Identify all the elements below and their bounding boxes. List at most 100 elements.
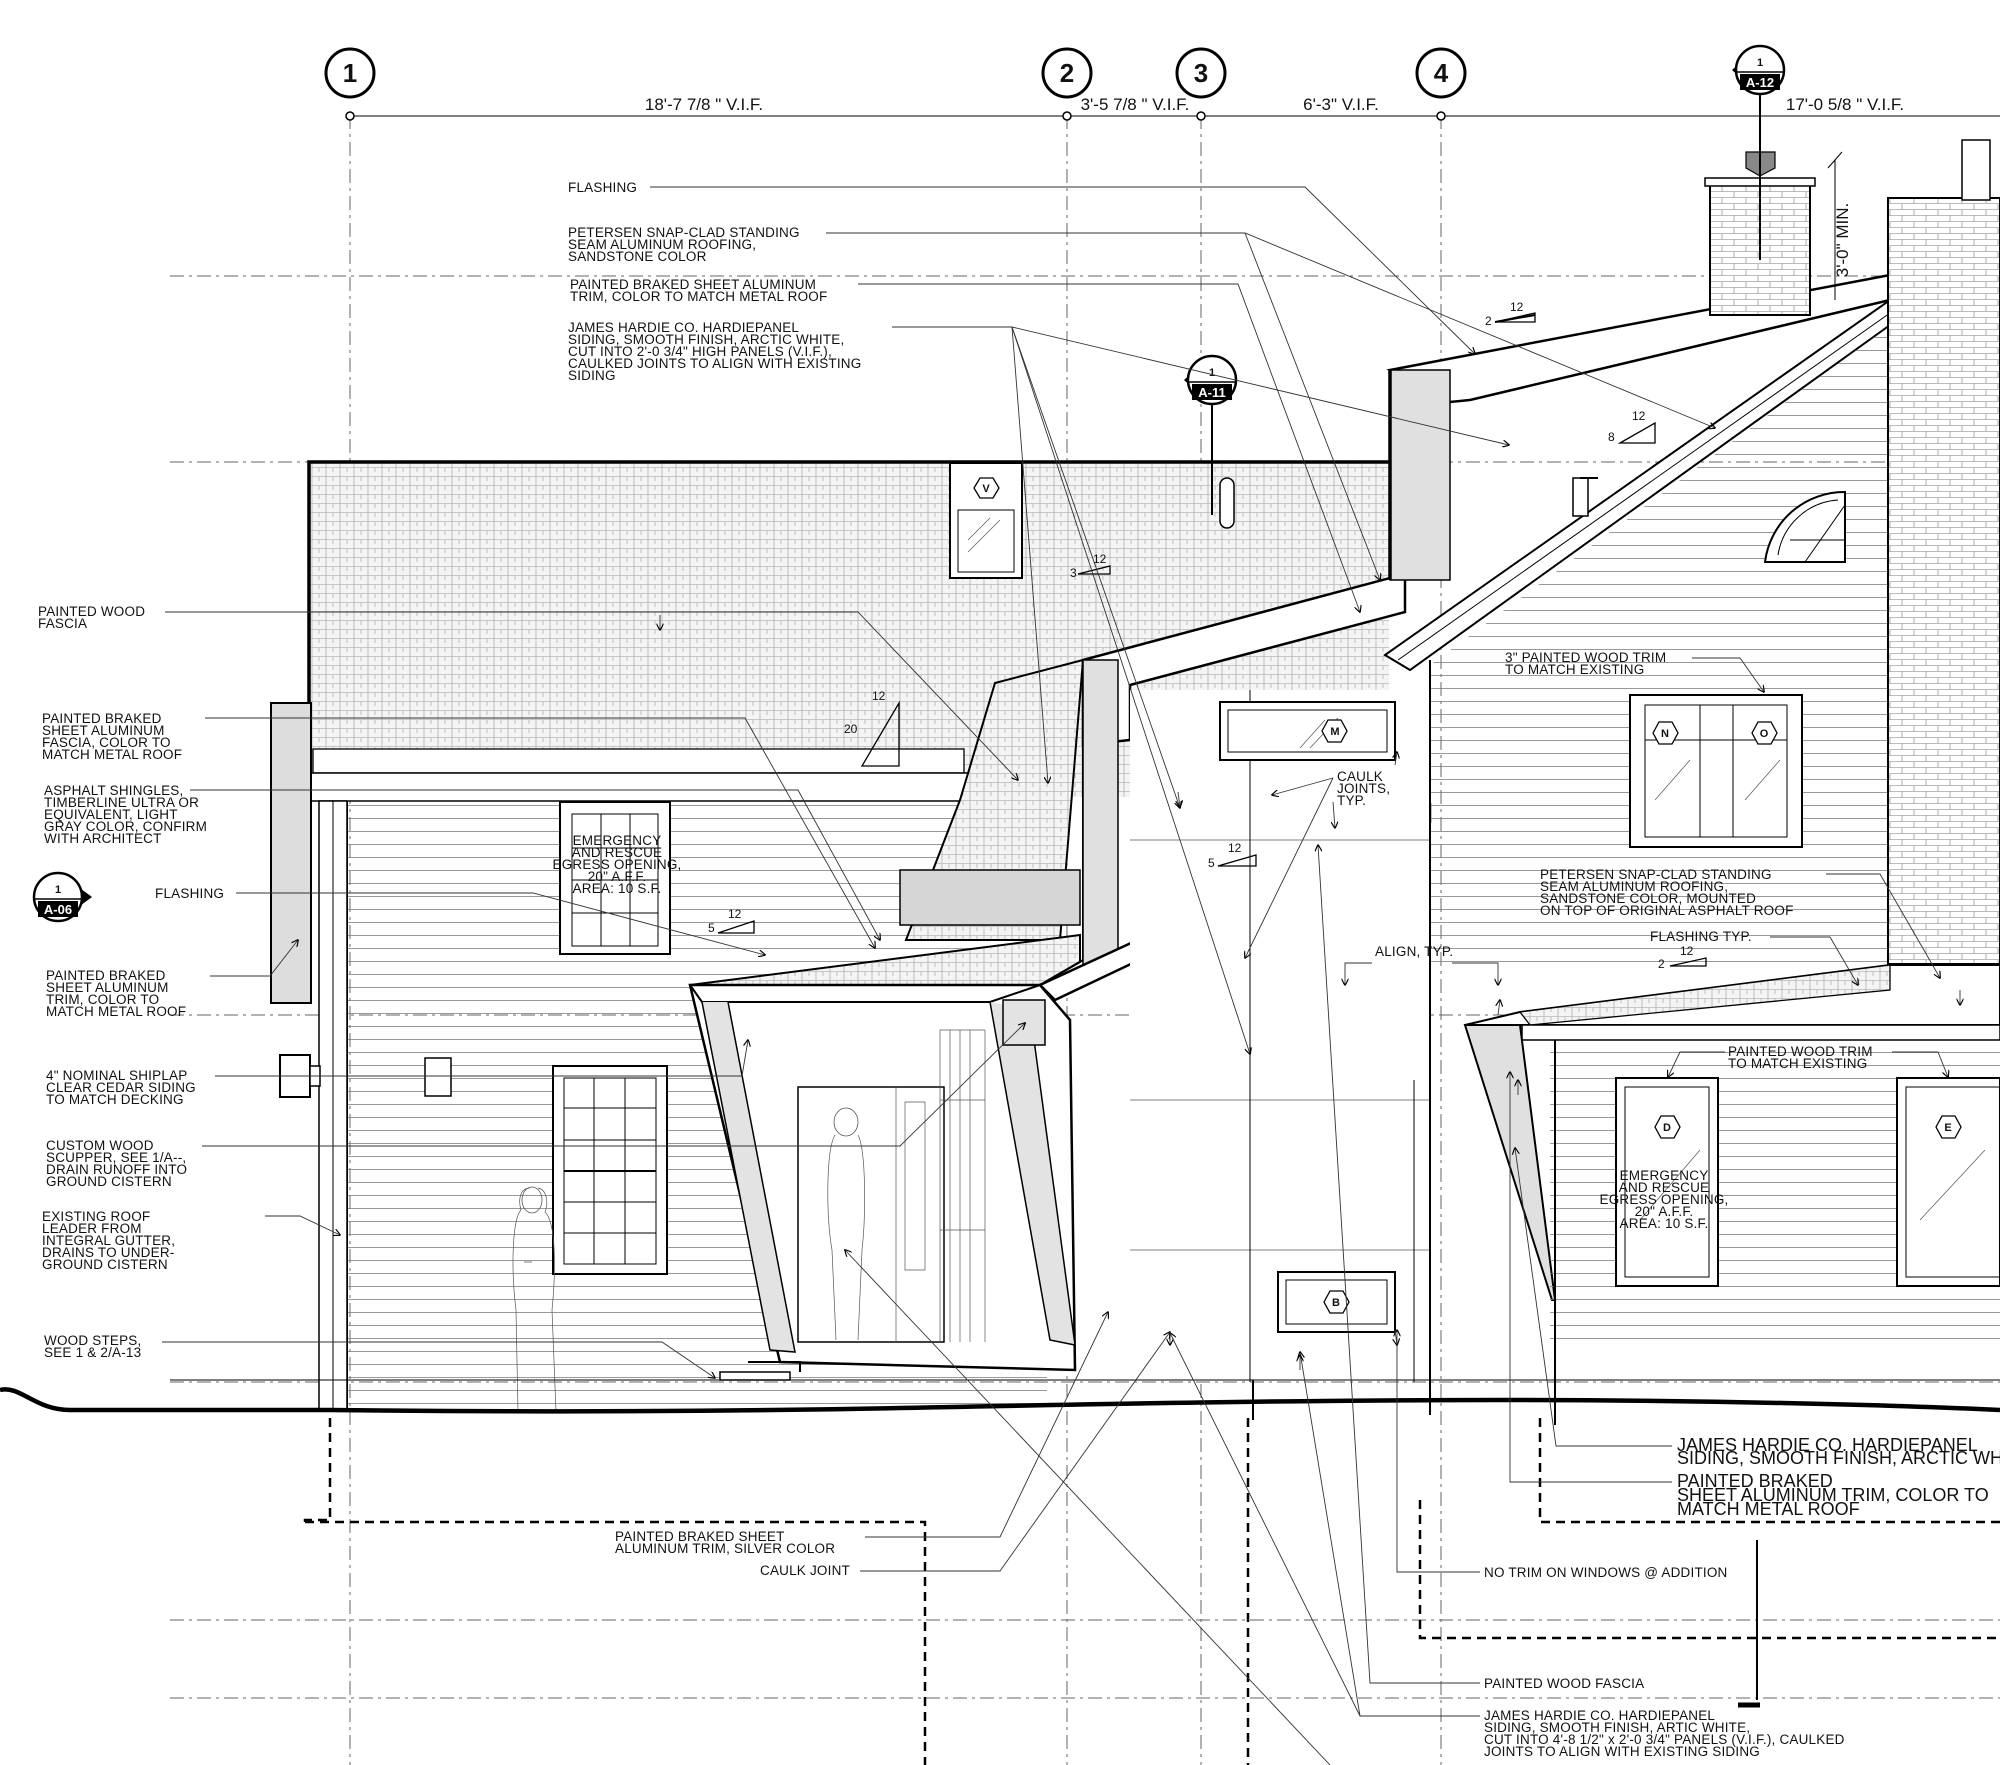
- svg-text:CAULK: CAULK: [1337, 769, 1383, 784]
- section-marker-left: 1 A-06: [32, 871, 92, 923]
- svg-text:A-12: A-12: [1746, 75, 1774, 90]
- note-shiplap-siding: 4" NOMINAL SHIPLAP CLEAR CEDAR SIDING TO…: [46, 1040, 748, 1107]
- svg-text:MATCH METAL ROOF: MATCH METAL ROOF: [42, 747, 182, 762]
- svg-text:SIDING, SMOOTH FINISH, ARCTIC: SIDING, SMOOTH FINISH, ARCTIC WH: [1677, 1448, 2000, 1468]
- svg-text:SIDING, SMOOTH FINISH, ARCTIC: SIDING, SMOOTH FINISH, ARCTIC WHITE,: [568, 332, 844, 347]
- svg-text:3: 3: [1070, 566, 1077, 580]
- svg-text:JAMES HARDIE CO. HARDIEPANEL: JAMES HARDIE CO. HARDIEPANEL: [1677, 1435, 1978, 1455]
- svg-text:TO MATCH EXISTING: TO MATCH EXISTING: [1728, 1056, 1867, 1071]
- note-align-typ: ALIGN, TYP.: [1345, 944, 1498, 985]
- svg-text:NO TRIM ON WINDOWS @ ADDITION: NO TRIM ON WINDOWS @ ADDITION: [1484, 1565, 1728, 1580]
- svg-text:12: 12: [872, 689, 886, 703]
- svg-text:INTEGRAL GUTTER,: INTEGRAL GUTTER,: [42, 1233, 175, 1248]
- svg-text:JOINTS,: JOINTS,: [1337, 781, 1390, 796]
- svg-text:JAMES HARDIE CO. HARDIEPANEL: JAMES HARDIE CO. HARDIEPANEL: [1484, 1708, 1715, 1723]
- window-tag-o: O: [1751, 721, 1778, 745]
- svg-text:3: 3: [1194, 58, 1208, 88]
- svg-text:TRIM, COLOR TO: TRIM, COLOR TO: [46, 992, 159, 1007]
- svg-text:B: B: [1332, 1297, 1340, 1309]
- svg-text:AND RESCUE: AND RESCUE: [1619, 1180, 1710, 1195]
- svg-text:TO MATCH EXISTING: TO MATCH EXISTING: [1505, 662, 1644, 677]
- svg-text:V: V: [982, 483, 990, 495]
- svg-text:CAULKED JOINTS TO ALIGN WITH E: CAULKED JOINTS TO ALIGN WITH EXISTING: [568, 356, 861, 371]
- svg-text:SIDING, SMOOTH FINISH, ARTIC W: SIDING, SMOOTH FINISH, ARTIC WHITE,: [1484, 1720, 1750, 1735]
- note-asphalt-shingles: ASPHALT SHINGLES, TIMBERLINE ULTRA OR EQ…: [44, 783, 880, 940]
- slope-indicator: 212: [1485, 300, 1536, 328]
- svg-text:DRAINS TO UNDER-: DRAINS TO UNDER-: [42, 1245, 174, 1260]
- slope-indicator: 212: [1658, 944, 1707, 971]
- window-tag-d: D: [1654, 1115, 1681, 1139]
- svg-text:TO MATCH DECKING: TO MATCH DECKING: [46, 1092, 184, 1107]
- svg-text:PAINTED WOOD TRIM: PAINTED WOOD TRIM: [1728, 1044, 1873, 1059]
- svg-text:SEAM ALUMINUM ROOFING,: SEAM ALUMINUM ROOFING,: [1540, 879, 1728, 894]
- dimension-3-4: 6'-3" V.I.F.: [1303, 95, 1379, 114]
- svg-text:N: N: [1661, 728, 1669, 740]
- note-flashing-typ: FLASHING TYP.: [1650, 929, 1858, 985]
- section-marker-top: 1 A-12: [1732, 44, 1786, 260]
- note-braked-fascia-left: PAINTED BRAKED SHEET ALUMINUM FASCIA, CO…: [42, 711, 875, 948]
- slope-indicator: 512: [708, 907, 755, 935]
- svg-text:JOINTS TO ALIGN WITH EXISTING: JOINTS TO ALIGN WITH EXISTING SIDING: [1484, 1744, 1760, 1759]
- svg-text:SHEET ALUMINUM: SHEET ALUMINUM: [42, 723, 165, 738]
- window-tag-v: V: [973, 477, 1000, 499]
- window-tag-n: N: [1652, 721, 1679, 745]
- note-braked-trim-right: PAINTED BRAKED SHEET ALUMINUM TRIM, COLO…: [1510, 1072, 1989, 1519]
- svg-text:PAINTED WOOD: PAINTED WOOD: [38, 604, 145, 619]
- window-tag-e: E: [1935, 1115, 1962, 1139]
- svg-text:GROUND CISTERN: GROUND CISTERN: [46, 1174, 172, 1189]
- note-petersen-roofing: PETERSEN SNAP-CLAD STANDING SEAM ALUMINU…: [568, 225, 1715, 580]
- svg-text:A-06: A-06: [44, 902, 72, 917]
- svg-text:TRIM, COLOR TO MATCH METAL ROO: TRIM, COLOR TO MATCH METAL ROOF: [570, 289, 827, 304]
- svg-text:EGRESS OPENING,: EGRESS OPENING,: [552, 857, 681, 872]
- note-caulk-joints: CAULK JOINTS, TYP.: [1245, 769, 1390, 958]
- svg-text:PAINTED BRAKED: PAINTED BRAKED: [1677, 1471, 1833, 1491]
- svg-text:EMERGENCY: EMERGENCY: [1620, 1168, 1709, 1183]
- svg-text:PAINTED BRAKED SHEET ALUMINUM: PAINTED BRAKED SHEET ALUMINUM: [570, 277, 816, 292]
- material-arrows: [660, 615, 1960, 1370]
- svg-text:SANDSTONE COLOR: SANDSTONE COLOR: [568, 249, 707, 264]
- note-silver-trim: PAINTED BRAKED SHEET ALUMINUM TRIM, SILV…: [615, 1312, 1108, 1556]
- svg-text:AND RESCUE: AND RESCUE: [572, 845, 663, 860]
- svg-text:SEE 1 & 2/A-13: SEE 1 & 2/A-13: [44, 1345, 141, 1360]
- svg-text:ALUMINUM TRIM, SILVER COLOR: ALUMINUM TRIM, SILVER COLOR: [615, 1541, 835, 1556]
- svg-text:1: 1: [55, 884, 61, 896]
- note-wood-steps: WOOD STEPS, SEE 1 & 2/A-13: [44, 1333, 715, 1378]
- svg-text:ALIGN, TYP.: ALIGN, TYP.: [1375, 944, 1453, 959]
- svg-text:PAINTED BRAKED: PAINTED BRAKED: [46, 968, 166, 983]
- svg-text:12: 12: [728, 907, 742, 921]
- svg-text:12: 12: [1510, 300, 1524, 314]
- svg-text:PAINTED BRAKED SHEET: PAINTED BRAKED SHEET: [615, 1529, 785, 1544]
- svg-text:MATCH METAL ROOF: MATCH METAL ROOF: [46, 1004, 186, 1019]
- svg-text:AREA: 10 S.F.: AREA: 10 S.F.: [1620, 1216, 1709, 1231]
- svg-text:SANDSTONE COLOR, MOUNTED: SANDSTONE COLOR, MOUNTED: [1540, 891, 1756, 906]
- grid-bubble-4: 4: [1415, 47, 1467, 121]
- svg-text:FASCIA: FASCIA: [38, 616, 87, 631]
- note-hardie-siding-top: JAMES HARDIE CO. HARDIEPANEL SIDING, SMO…: [568, 320, 1509, 1054]
- svg-text:JAMES HARDIE CO. HARDIEPANEL: JAMES HARDIE CO. HARDIEPANEL: [568, 320, 799, 335]
- svg-text:WOOD STEPS,: WOOD STEPS,: [44, 1333, 141, 1348]
- svg-text:PETERSEN SNAP-CLAD STANDING: PETERSEN SNAP-CLAD STANDING: [1540, 867, 1772, 882]
- svg-text:FLASHING TYP.: FLASHING TYP.: [1650, 929, 1752, 944]
- slope-indicator: 812: [1608, 409, 1656, 444]
- window-tag-m: M: [1321, 719, 1348, 743]
- svg-text:SHEET ALUMINUM TRIM, COLOR TO: SHEET ALUMINUM TRIM, COLOR TO: [1677, 1485, 1989, 1505]
- svg-text:8: 8: [1608, 430, 1615, 444]
- svg-text:EQUIVALENT, LIGHT: EQUIVALENT, LIGHT: [44, 807, 178, 822]
- svg-text:1: 1: [1757, 57, 1763, 69]
- note-hardie-siding-bottom: JAMES HARDIE CO. HARDIEPANEL SIDING, SMO…: [845, 1250, 1845, 1765]
- svg-text:CLEAR CEDAR SIDING: CLEAR CEDAR SIDING: [46, 1080, 196, 1095]
- svg-text:3" PAINTED WOOD TRIM: 3" PAINTED WOOD TRIM: [1505, 650, 1666, 665]
- svg-text:CAULK JOINT: CAULK JOINT: [760, 1563, 850, 1578]
- note-no-trim-windows: NO TRIM ON WINDOWS @ ADDITION: [1397, 1330, 1728, 1580]
- svg-text:CUT INTO 4'-8 1/2" x 2'-0 3/4": CUT INTO 4'-8 1/2" x 2'-0 3/4" PANELS (V…: [1484, 1732, 1845, 1747]
- note-wood-fascia-bottom: PAINTED WOOD FASCIA: [1318, 845, 1644, 1691]
- chimney-clearance-dimension: 3'-0" MIN.: [1833, 203, 1852, 277]
- note-petersen-roofing-2: PETERSEN SNAP-CLAD STANDING SEAM ALUMINU…: [1540, 867, 1940, 978]
- svg-text:AREA: 10 S.F.: AREA: 10 S.F.: [573, 881, 662, 896]
- svg-text:TYP.: TYP.: [1337, 793, 1366, 808]
- svg-text:EMERGENCY: EMERGENCY: [573, 833, 662, 848]
- svg-text:DRAIN RUNOFF INTO: DRAIN RUNOFF INTO: [46, 1162, 187, 1177]
- note-wood-trim-2: PAINTED WOOD TRIM TO MATCH EXISTING: [1668, 1044, 1948, 1077]
